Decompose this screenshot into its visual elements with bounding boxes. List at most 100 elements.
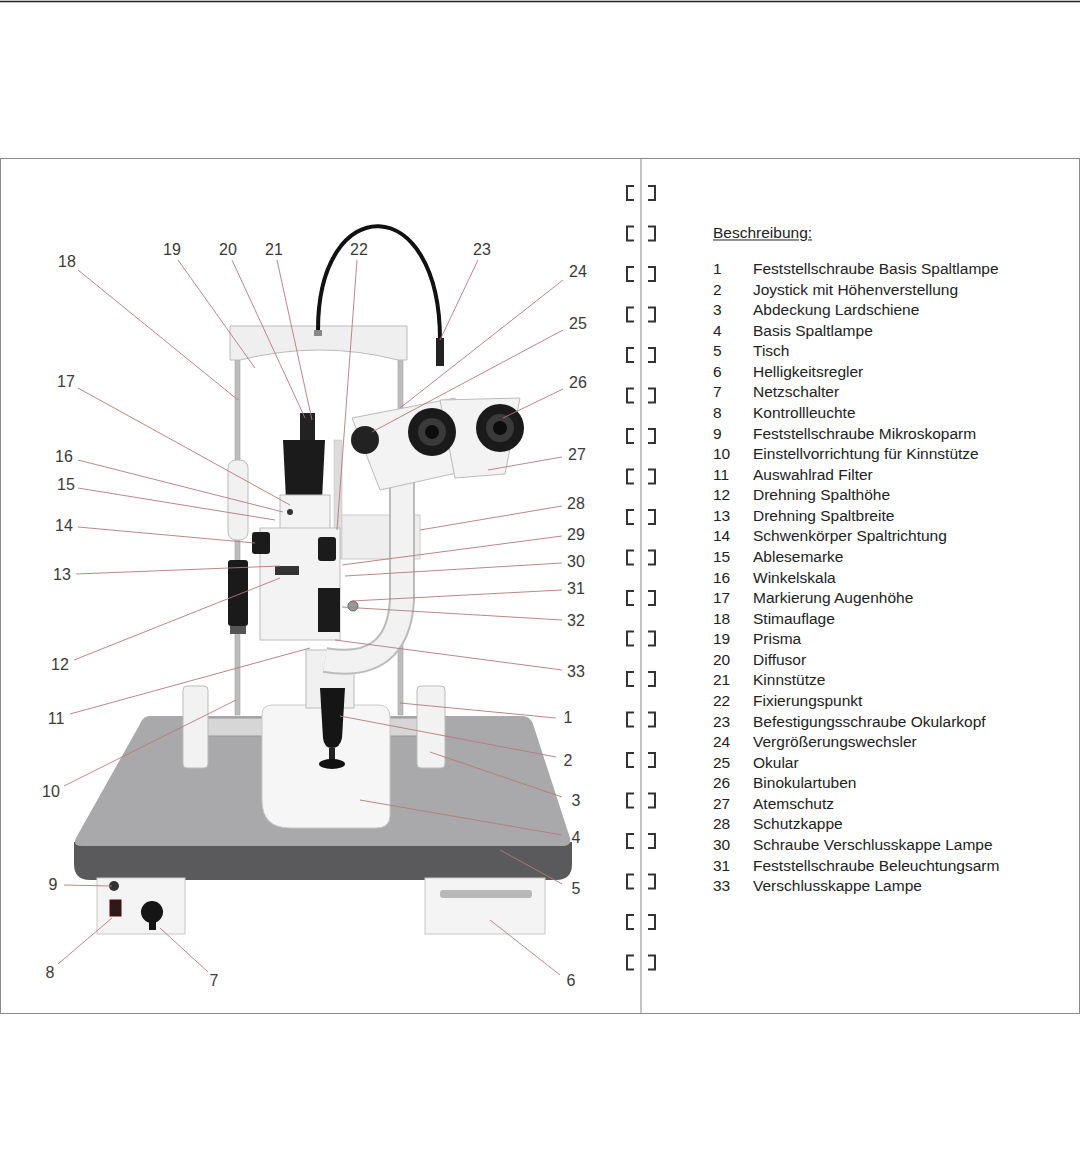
leader-line xyxy=(70,648,310,714)
list-number: 8 xyxy=(713,404,722,421)
part-name: Verschlusskappe Lampe xyxy=(753,878,922,895)
list-number: 25 xyxy=(713,754,730,771)
callout-number: 17 xyxy=(57,373,75,391)
leader-line xyxy=(440,260,478,340)
lamp-tower xyxy=(283,440,325,500)
callout-number: 23 xyxy=(473,241,491,259)
callout-number: 25 xyxy=(569,315,587,333)
page-fold xyxy=(641,158,642,1014)
lamp-body xyxy=(260,528,340,640)
part-name: Auswahlrad Filter xyxy=(753,466,873,483)
leader-line xyxy=(58,918,112,964)
callout-number: 21 xyxy=(265,241,283,259)
list-number: 23 xyxy=(713,713,730,730)
list-number: 2 xyxy=(713,281,722,298)
list-heading: Beschreibung: xyxy=(713,224,812,241)
callout-number: 7 xyxy=(210,972,219,990)
list-number: 4 xyxy=(713,322,722,339)
diffuser xyxy=(300,413,315,441)
fixation-mount xyxy=(314,330,322,336)
list-number: 15 xyxy=(713,548,730,565)
callout-number: 16 xyxy=(55,448,73,466)
callout-number: 32 xyxy=(567,612,585,630)
list-number: 20 xyxy=(713,651,730,668)
leader-line xyxy=(490,920,560,975)
binding-ring xyxy=(627,632,655,646)
leader-line xyxy=(160,928,208,972)
drawer xyxy=(425,878,545,934)
list-number: 19 xyxy=(713,631,730,648)
power-switch xyxy=(149,912,156,930)
leader-line xyxy=(78,388,290,505)
part-name: Abdeckung Lardschiene xyxy=(753,302,919,319)
callout-number: 20 xyxy=(219,241,237,259)
spiral-binding xyxy=(627,186,655,970)
fixation-light xyxy=(436,338,444,366)
list-number: 16 xyxy=(713,569,730,586)
scale-mark xyxy=(287,509,293,515)
part-name: Diffusor xyxy=(753,651,806,668)
part-name: Fixierungspunkt xyxy=(753,692,862,709)
list-number: 27 xyxy=(713,795,730,812)
leader-line xyxy=(64,885,112,886)
part-name: Okular xyxy=(753,754,799,771)
callout-number: 11 xyxy=(48,710,65,728)
binding-ring xyxy=(627,591,655,605)
rail-cap xyxy=(183,686,208,768)
list-number: 22 xyxy=(713,692,730,709)
callout-number: 3 xyxy=(572,792,581,810)
callout-number: 31 xyxy=(567,580,585,598)
drawer-handle xyxy=(440,890,532,898)
binding-ring xyxy=(627,956,655,970)
leader-line xyxy=(488,457,562,470)
callout-number: 24 xyxy=(569,263,587,281)
leader-line xyxy=(360,800,562,835)
list-number: 17 xyxy=(713,590,730,607)
joystick xyxy=(320,688,345,748)
callout-number: 13 xyxy=(53,566,71,584)
list-number: 24 xyxy=(713,734,730,751)
leader-lines xyxy=(58,260,563,975)
list-number: 26 xyxy=(713,775,730,792)
binding-ring xyxy=(627,348,655,362)
leader-line xyxy=(345,563,562,576)
table-edge xyxy=(74,842,572,880)
callout-number: 33 xyxy=(567,663,585,681)
callout-number: 26 xyxy=(569,374,587,392)
eyepiece xyxy=(408,408,456,456)
part-name: Tisch xyxy=(753,343,789,360)
part-name: Feststellschraube Basis Spaltlampe xyxy=(753,260,999,277)
list-number: 6 xyxy=(713,363,722,380)
part-name: Markierung Augenhöhe xyxy=(753,590,913,607)
list-number: 33 xyxy=(713,878,730,895)
leader-line xyxy=(74,578,280,660)
part-name: Joystick mit Höhenverstellung xyxy=(753,281,958,298)
binding-ring xyxy=(627,470,655,484)
part-name: Prisma xyxy=(753,631,801,648)
binding-ring xyxy=(627,753,655,767)
binding-ring xyxy=(627,227,655,241)
callout-number: 22 xyxy=(350,241,368,259)
callout-number: 18 xyxy=(58,253,76,271)
binding-ring xyxy=(627,186,655,200)
leader-line xyxy=(372,330,563,432)
binding-ring xyxy=(627,713,655,727)
indicator-lamp xyxy=(110,900,121,916)
part-name: Netzschalter xyxy=(753,384,839,401)
leader-line xyxy=(503,389,563,418)
binding-ring xyxy=(627,834,655,848)
list-number: 3 xyxy=(713,302,722,319)
callout-number: 5 xyxy=(572,880,581,898)
lamp-head xyxy=(280,495,330,529)
lamp-cap xyxy=(318,588,340,632)
part-name: Binokulartuben xyxy=(753,775,856,792)
part-name: Ablesemarke xyxy=(753,548,843,565)
callout-number: 2 xyxy=(564,752,573,770)
binding-ring xyxy=(627,389,655,403)
list-number: 1 xyxy=(713,260,722,277)
part-name: Befestigungsschraube Okularkopf xyxy=(753,713,986,730)
page-frame xyxy=(1,159,1080,1014)
